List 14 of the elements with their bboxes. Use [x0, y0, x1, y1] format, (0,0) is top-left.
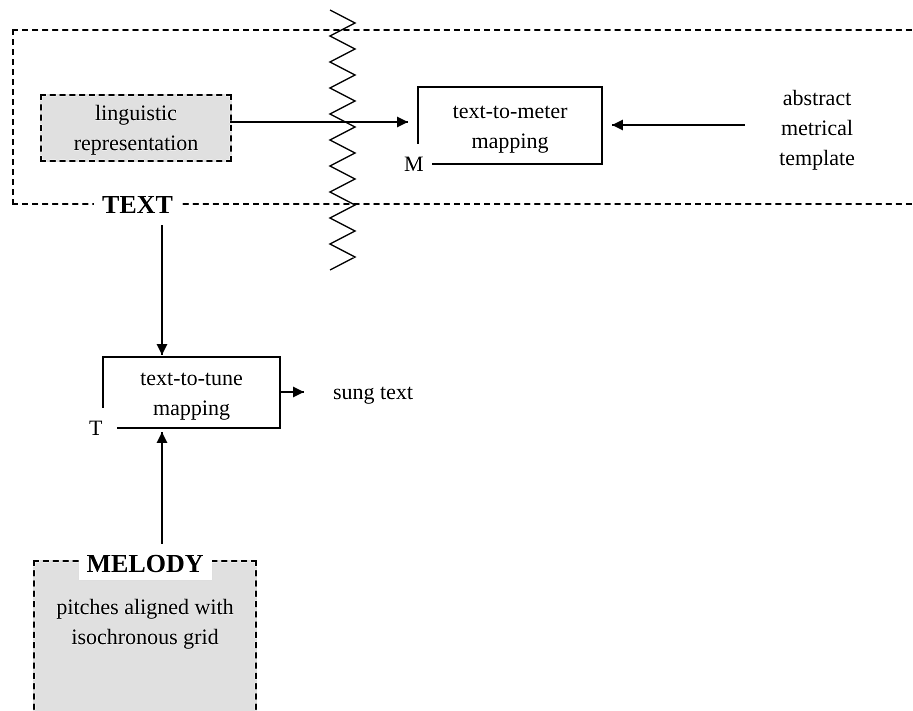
arrow: [156, 432, 168, 544]
corner-letter: M: [404, 152, 424, 176]
node-label: sung text: [332, 378, 414, 406]
arrow: [612, 120, 745, 130]
node-label: text-to-tune mapping: [139, 364, 244, 422]
arrow: [230, 116, 408, 128]
node-label: abstract metrical template: [778, 84, 856, 172]
arrow: [280, 386, 304, 398]
shaded-box: [40, 94, 232, 162]
box-text: pitches aligned with isochronous grid: [55, 593, 235, 651]
corner-letter: T: [89, 416, 102, 440]
arrow: [156, 225, 168, 355]
node-label: linguistic representation: [72, 99, 200, 157]
node-label: text-to-meter mapping: [452, 96, 568, 155]
